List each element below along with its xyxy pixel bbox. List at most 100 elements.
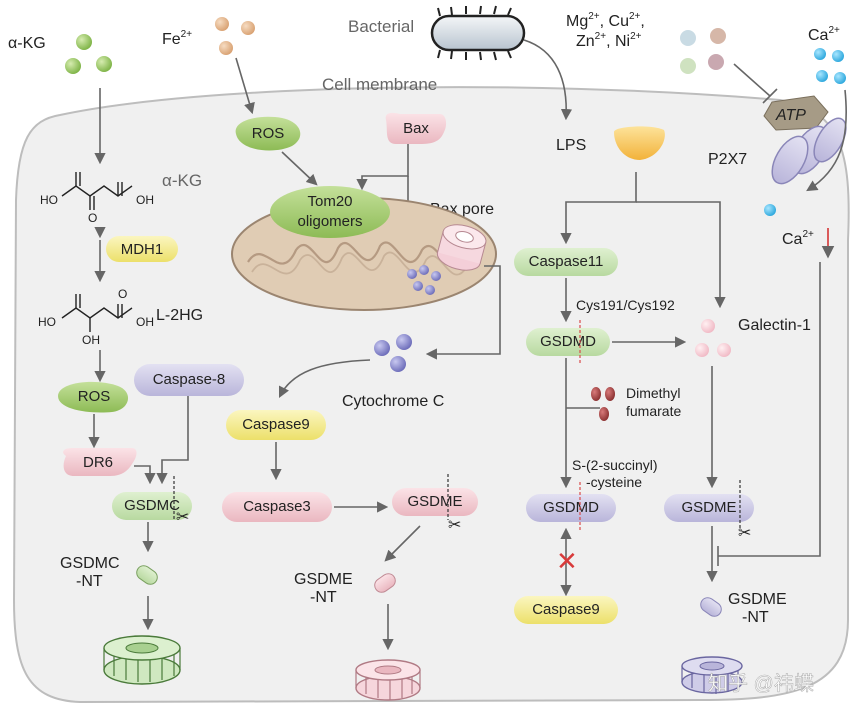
scissors-icon-gsdme-right: ✂	[738, 525, 751, 542]
succinyl-label-2: -cysteine	[586, 474, 642, 490]
gsdmd-top-pill: GSDMD	[526, 328, 610, 356]
akg-molecules	[65, 34, 112, 74]
gsdmd-bottom-pill: GSDMD	[526, 494, 616, 522]
caspase11-pill: Caspase11	[514, 248, 618, 276]
svg-text:DR6: DR6	[83, 454, 113, 471]
svg-text:GSDME: GSDME	[407, 493, 462, 510]
svg-text:GSDME: GSDME	[681, 499, 736, 516]
svg-text:Caspase3: Caspase3	[243, 498, 311, 515]
bacterial-label: Bacterial	[348, 17, 414, 36]
gsdme-mid-pill: GSDME	[392, 488, 478, 516]
cell-membrane	[12, 86, 850, 704]
svg-text:oligomers: oligomers	[297, 213, 362, 230]
calcium-ions-outside	[814, 48, 846, 84]
gsdme-nt-right-label-1: GSDME	[728, 591, 787, 608]
succinyl-label-1: S-(2-succinyl)	[572, 457, 658, 473]
atp-molecule: ATP	[763, 95, 829, 131]
svg-text:Zn2+, Ni2+: Zn2+, Ni2+	[576, 31, 642, 50]
dimethyl-fumarate-molecules	[591, 387, 615, 421]
l2hg-structure	[61, 294, 133, 332]
svg-text:Mg2+, Cu2+,: Mg2+, Cu2+,	[566, 11, 645, 30]
svg-text:Ca2+: Ca2+	[782, 229, 814, 248]
svg-text:Caspase9: Caspase9	[242, 416, 310, 433]
svg-text:Caspase9: Caspase9	[532, 601, 600, 618]
dimethyl-label-1: Dimethyl	[626, 385, 680, 401]
dimethyl-label-2: fumarate	[626, 403, 681, 419]
svg-text:Caspase11: Caspase11	[529, 253, 604, 270]
gsdmc-pill: GSDMC	[112, 492, 192, 520]
metal-zn: Zn	[576, 33, 595, 50]
gsdmc-nt-label-2: -NT	[76, 573, 103, 590]
gsdme-right-pill: GSDME	[664, 494, 754, 522]
akg-structure	[61, 172, 133, 210]
metal-ions	[680, 28, 726, 74]
gsdme-nt-mid-fragment	[374, 573, 396, 593]
gsdmc-nt-label-1: GSDMC	[60, 555, 120, 572]
cytochrome-c-label: Cytochrome C	[342, 393, 444, 410]
svg-text:HO: HO	[40, 193, 58, 207]
mdh1-pill: MDH1	[106, 236, 178, 262]
p2x7-channel	[771, 117, 847, 185]
gsdme-nt-mid-label-2: -NT	[310, 589, 337, 606]
metal-mg: Mg	[566, 13, 588, 30]
p2x7-label: P2X7	[708, 151, 747, 168]
caspase9-left-pill: Caspase9	[226, 410, 326, 440]
ca-inside-label: Ca	[782, 231, 803, 248]
cys-label: Cys191/Cys192	[576, 297, 675, 313]
svg-text:OH: OH	[136, 193, 154, 207]
svg-text:Bax: Bax	[403, 120, 429, 137]
akg-inside-label: α-KG	[162, 171, 202, 190]
svg-text:ROS: ROS	[78, 388, 111, 405]
caspase9-bottom-pill: Caspase9	[514, 596, 618, 624]
svg-text:Fe2+: Fe2+	[162, 29, 192, 48]
svg-text:ROS: ROS	[252, 125, 285, 142]
cell-membrane-label: Cell membrane	[322, 75, 437, 94]
scissors-icon-gsdmc: ✂	[176, 509, 189, 526]
akg-outside-label: α-KG	[8, 35, 46, 52]
bacterium-icon	[430, 5, 526, 61]
fe-ions	[215, 17, 255, 55]
caspase8-pill: Caspase-8	[134, 364, 244, 396]
dr6-pill: DR6	[63, 448, 137, 476]
gsdme-nt-mid-label-1: GSDME	[294, 571, 353, 588]
gsdme-nt-right-fragment	[700, 597, 722, 617]
bax-pill: Bax	[385, 112, 447, 144]
svg-text:HO: HO	[38, 315, 56, 329]
gsdmc-nt-fragment	[136, 565, 158, 585]
gsdme-nt-right-label-2: -NT	[742, 609, 769, 626]
svg-text:O: O	[118, 287, 127, 301]
svg-text:GSDMD: GSDMD	[540, 333, 596, 350]
cytochrome-c-molecules	[374, 334, 412, 372]
gsdme-pore-mid	[355, 659, 421, 701]
lps-icon	[614, 126, 665, 160]
svg-text:Ca2+: Ca2+	[808, 25, 840, 44]
caspase3-pill: Caspase3	[222, 492, 332, 522]
svg-text:OH: OH	[82, 333, 100, 347]
tom20-pill: Tom20 oligomers	[270, 186, 390, 238]
l2hg-label: L-2HG	[156, 307, 203, 324]
svg-text:OH: OH	[136, 315, 154, 329]
fe-label: Fe	[162, 31, 181, 48]
svg-text:Tom20: Tom20	[307, 193, 352, 210]
svg-text:GSDMC: GSDMC	[124, 497, 180, 514]
svg-text:ATP: ATP	[775, 107, 806, 124]
svg-text:MDH1: MDH1	[121, 241, 164, 258]
ca-outside-label: Ca	[808, 27, 829, 44]
lps-label: LPS	[556, 137, 586, 154]
gsdmc-pore	[103, 635, 181, 685]
ros-top-pill: ROS	[235, 116, 301, 151]
galectin-label: Galectin-1	[738, 317, 811, 334]
svg-text:GSDMD: GSDMD	[543, 499, 599, 516]
galectin-molecules	[695, 319, 731, 357]
svg-text:O: O	[88, 211, 97, 225]
calcium-ion-inside	[764, 204, 776, 216]
svg-text:Caspase-8: Caspase-8	[153, 371, 226, 388]
blocked-x-icon: ✕	[556, 546, 578, 576]
bax-pore	[436, 224, 487, 271]
cytochrome-c-in-mito	[407, 265, 441, 295]
watermark: 知乎 @祎蝶	[708, 672, 814, 695]
ros-left-pill: ROS	[58, 381, 129, 413]
scissors-icon-gsdme-mid: ✂	[448, 517, 461, 534]
